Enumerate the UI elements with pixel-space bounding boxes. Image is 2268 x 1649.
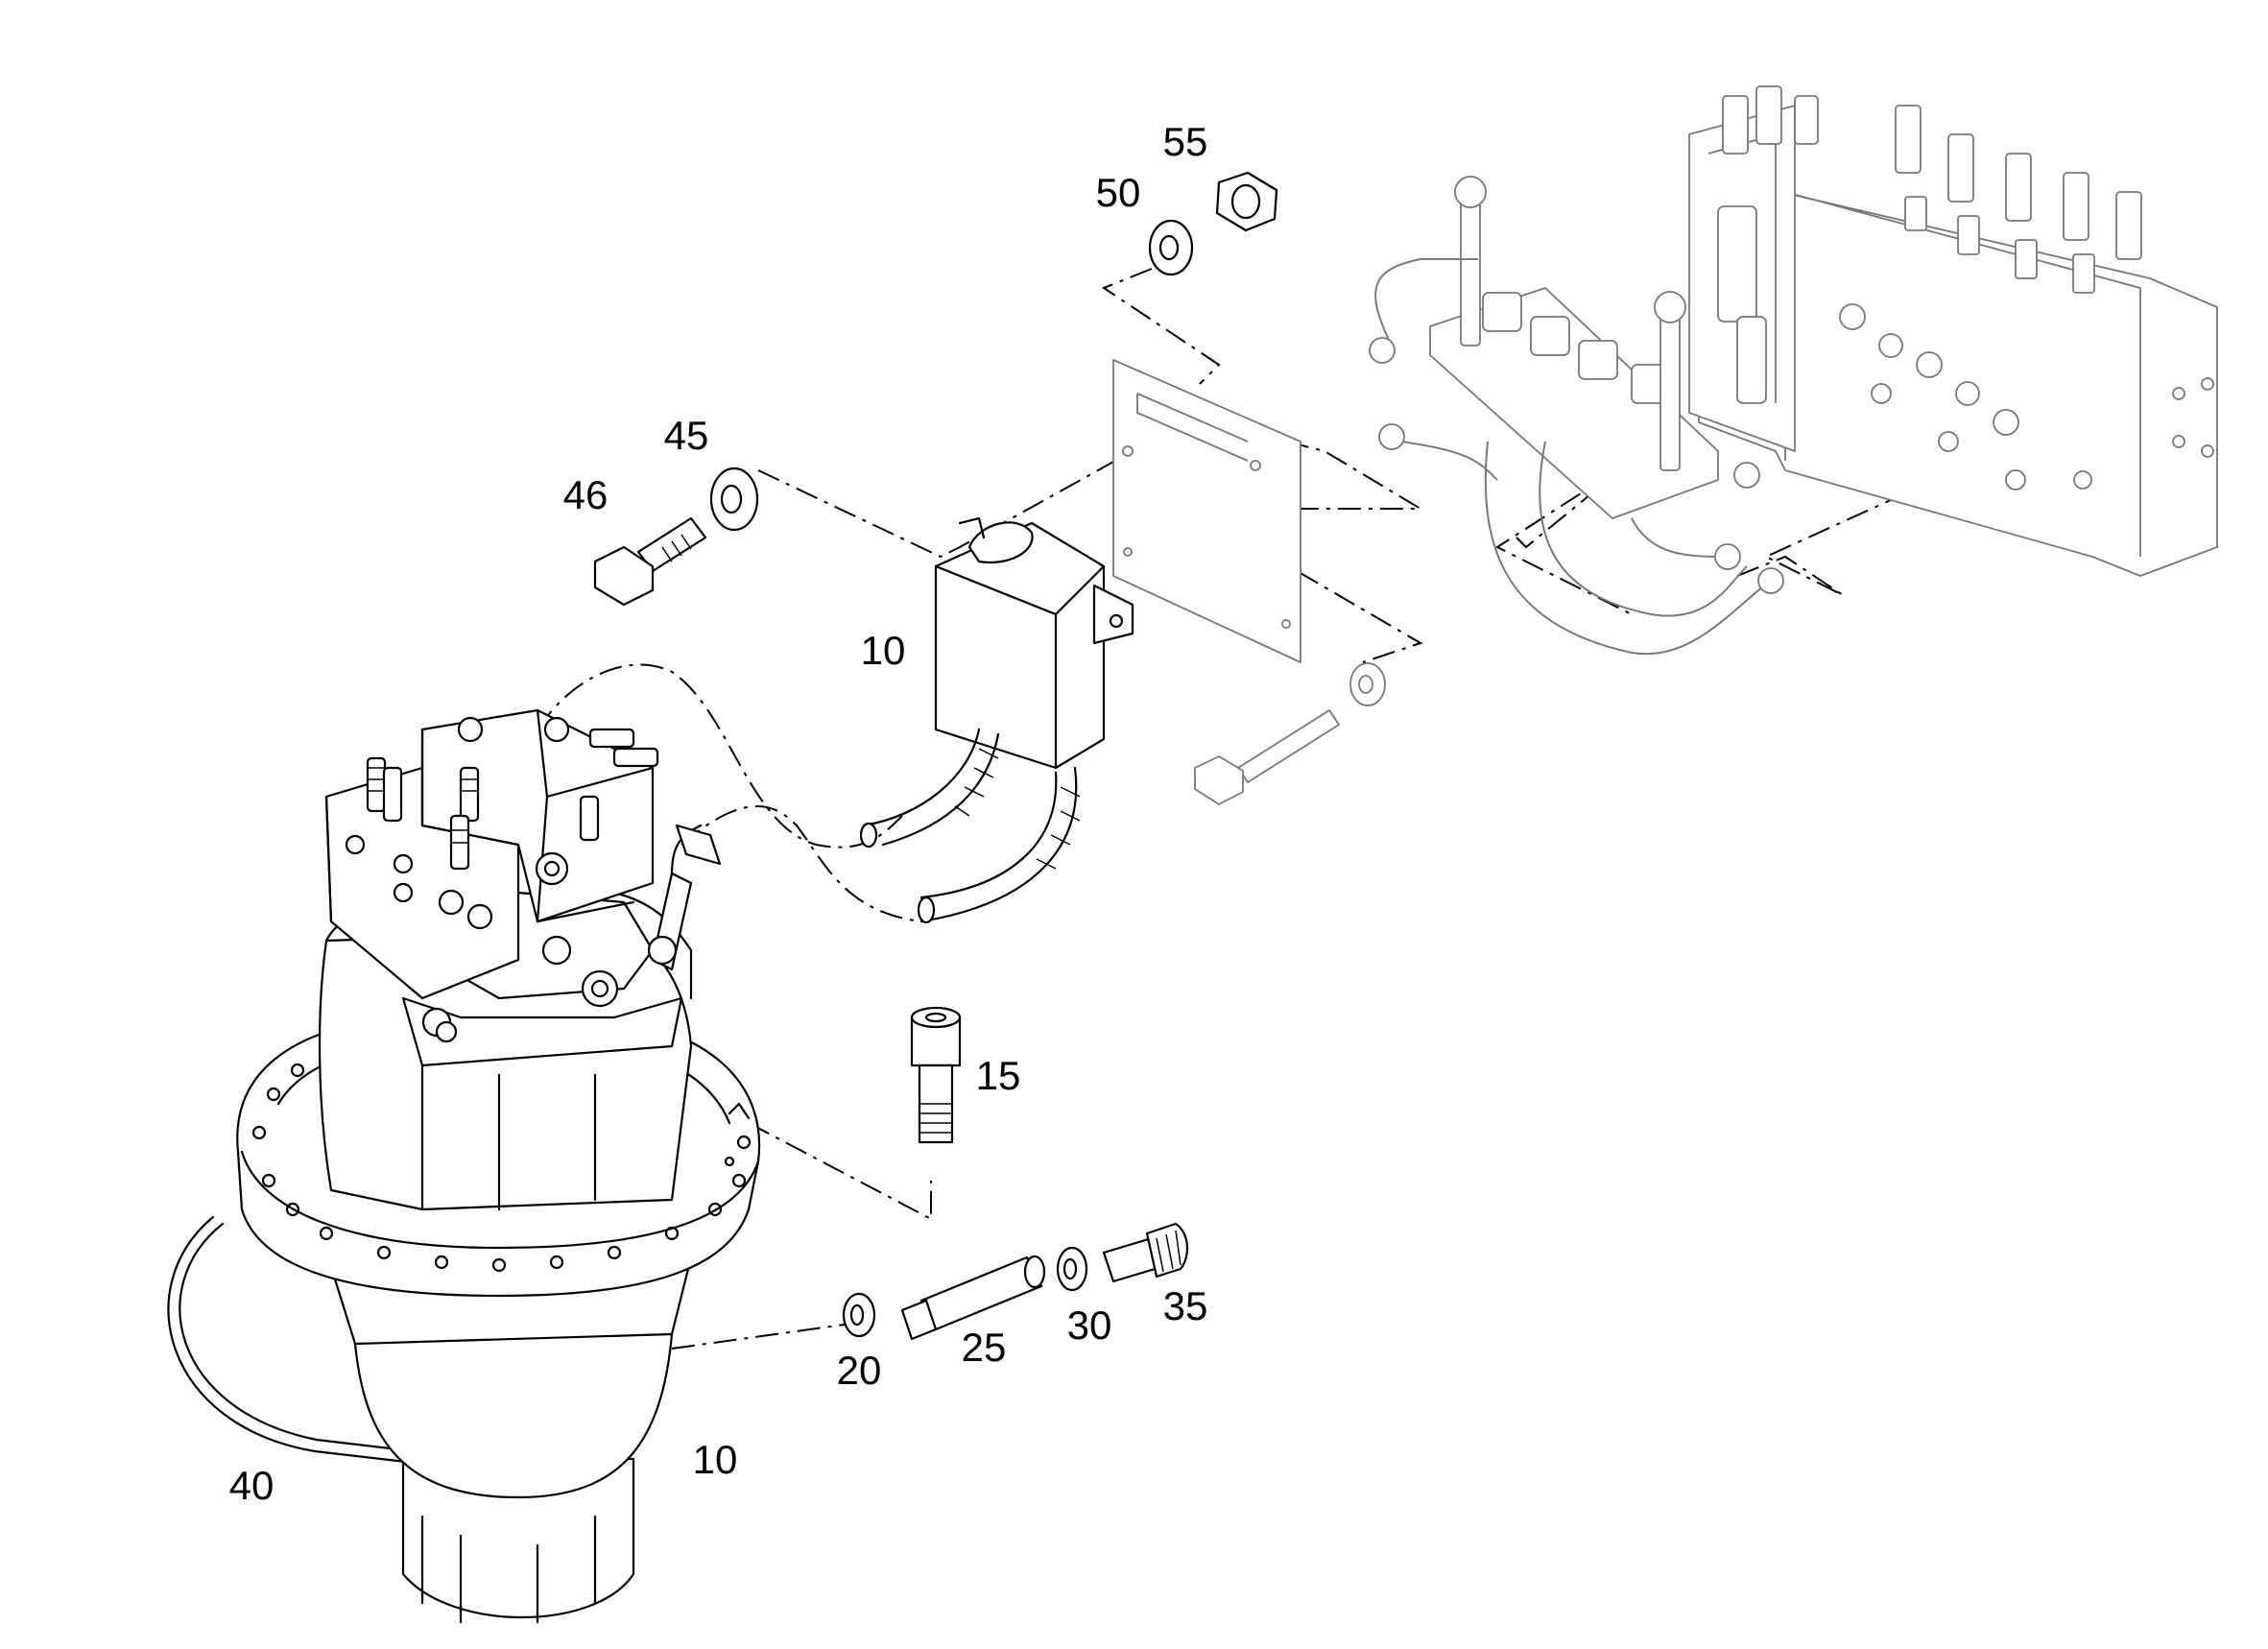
callout-35: 35 <box>1163 1283 1208 1328</box>
flange-bolt-holes <box>251 1063 752 1273</box>
part-45-washer <box>709 466 759 532</box>
callout-10-control-module: 10 <box>861 628 906 673</box>
control-valve-assembly <box>1369 85 2218 656</box>
callout-10-travel-motor: 10 <box>693 1437 738 1482</box>
part-20-seal-ring <box>842 1292 876 1338</box>
callout-15: 15 <box>976 1053 1021 1098</box>
valve-ports <box>1839 303 2214 490</box>
leader-lines <box>537 268 1978 1350</box>
callout-45: 45 <box>664 413 709 458</box>
bracket-bolt <box>1194 662 1386 805</box>
callout-25: 25 <box>962 1325 1007 1370</box>
callout-20: 20 <box>837 1348 882 1393</box>
part-15-screw <box>910 1006 962 1144</box>
pressure-fittings <box>366 728 659 871</box>
part-30-seal-ring <box>1056 1246 1088 1292</box>
part-10-travel-motor-gearbox <box>236 708 761 1624</box>
part-55-nut <box>1215 171 1278 232</box>
part-10-control-module <box>859 516 1134 924</box>
valve-spools <box>1722 85 2142 294</box>
callout-30: 30 <box>1067 1302 1112 1348</box>
callout-50: 50 <box>1096 170 1141 215</box>
callout-55: 55 <box>1163 119 1208 164</box>
part-50-washer <box>1148 219 1194 276</box>
part-25-adapter <box>900 1255 1046 1341</box>
part-46-bolt <box>593 516 707 607</box>
callout-46: 46 <box>563 472 609 517</box>
callout-40: 40 <box>229 1463 275 1508</box>
hydraulic-pipes <box>1369 258 1784 656</box>
callout-labels: 55 50 45 46 10 15 20 25 30 35 10 40 <box>229 119 1208 1508</box>
manifold-block <box>1429 176 1719 519</box>
bracket-plate <box>1112 359 1301 663</box>
part-35-fitting <box>1102 1222 1188 1283</box>
